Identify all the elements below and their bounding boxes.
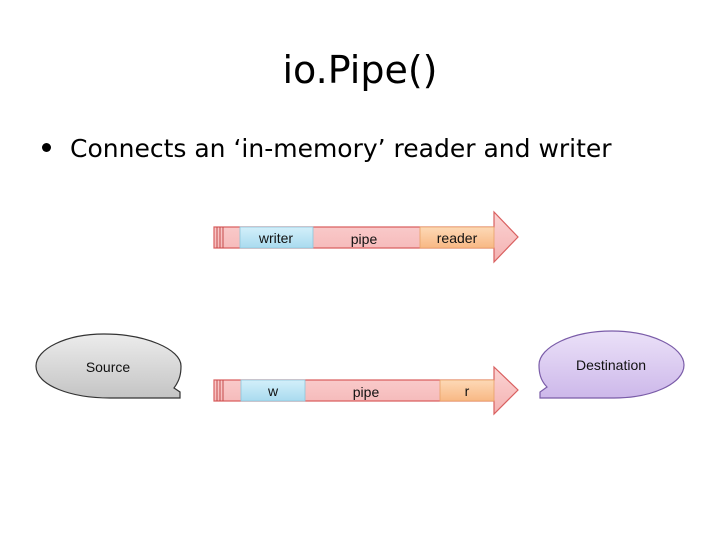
- pipe-top-reader-box: [419, 226, 495, 249]
- pipe-bottom-pipe-label: pipe: [353, 384, 380, 400]
- destination-bubble-shape: [538, 330, 685, 399]
- bullet-item: Connects an ‘in-memory’ reader and write…: [42, 134, 612, 163]
- pipe-top: writer pipe reader: [213, 210, 519, 264]
- bullet-dot-icon: [42, 142, 51, 152]
- source-bubble-shape: [35, 333, 182, 399]
- pipe-bottom-writer-label: w: [267, 383, 279, 399]
- pipe-top-reader-label: reader: [437, 230, 478, 246]
- bullet-text: Connects an ‘in-memory’ reader and write…: [70, 134, 612, 163]
- pipe-bottom-reader-label: r: [465, 383, 470, 399]
- slide-title: io.Pipe(): [282, 48, 438, 92]
- pipe-bottom-writer-box: [240, 379, 306, 402]
- source-label: Source: [86, 359, 131, 375]
- pipe-top-writer-label: writer: [258, 230, 294, 246]
- source-bubble: Source: [35, 333, 182, 399]
- pipe-top-writer-box: [239, 226, 314, 249]
- destination-bubble: Destination: [538, 330, 685, 399]
- pipe-top-pipe-label: pipe: [351, 231, 378, 247]
- pipe-bottom-reader-box: [439, 379, 495, 402]
- destination-label: Destination: [576, 357, 646, 373]
- pipe-bottom: w pipe r: [213, 365, 519, 416]
